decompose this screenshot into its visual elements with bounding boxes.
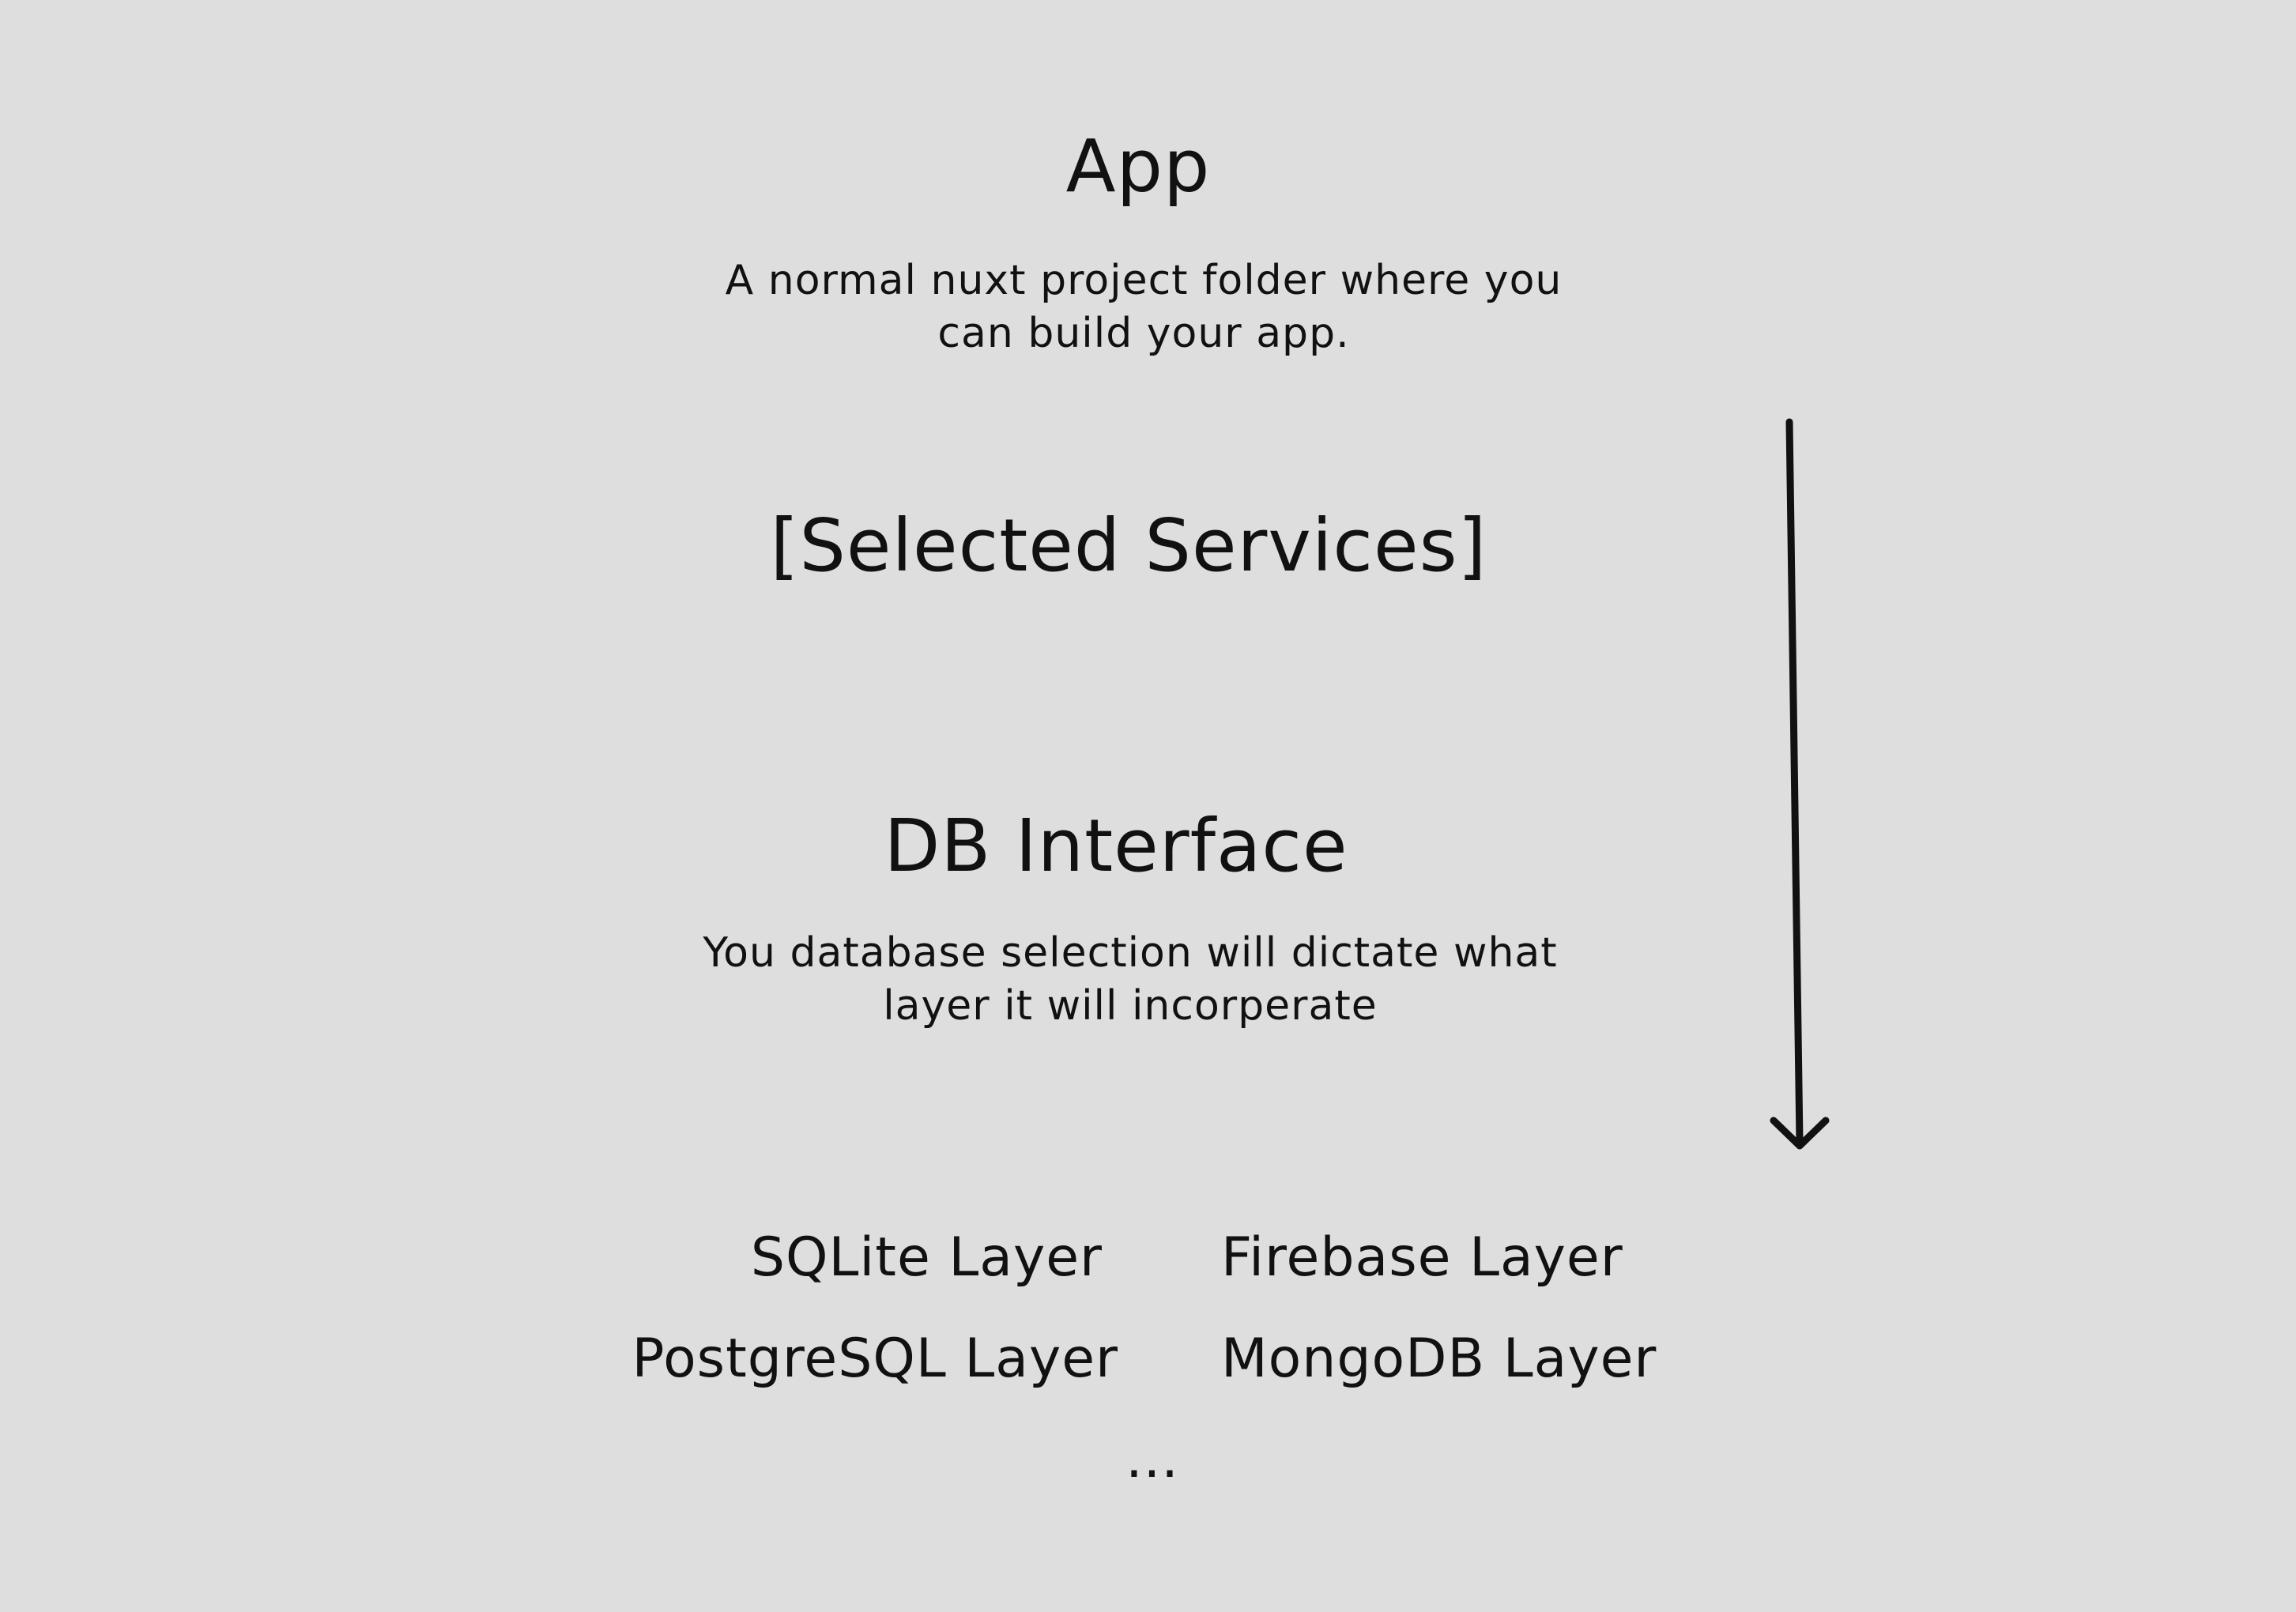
arrow-shaft	[1785, 418, 1804, 1146]
db-interface-title: DB Interface	[884, 804, 1348, 888]
selected-services-title: [Selected Services]	[770, 503, 1487, 588]
app-title: App	[1065, 124, 1211, 209]
app-description-line-1: A normal nuxt project folder where you	[725, 257, 1563, 304]
postgresql-layer-label: PostgreSQL Layer	[631, 1328, 1118, 1390]
app-description-line-2: can build your app.	[937, 310, 1350, 357]
arrow-head	[1770, 1117, 1830, 1150]
firebase-layer-label: Firebase Layer	[1221, 1226, 1623, 1289]
mongodb-layer-label: MongoDB Layer	[1221, 1328, 1657, 1390]
db-description-line-2: layer it will incorperate	[883, 982, 1378, 1030]
db-description-line-1: You database selection will dictate what	[703, 929, 1558, 977]
more-layers-ellipsis: ...	[1125, 1428, 1179, 1490]
sqlite-layer-label: SQLite Layer	[750, 1226, 1103, 1289]
